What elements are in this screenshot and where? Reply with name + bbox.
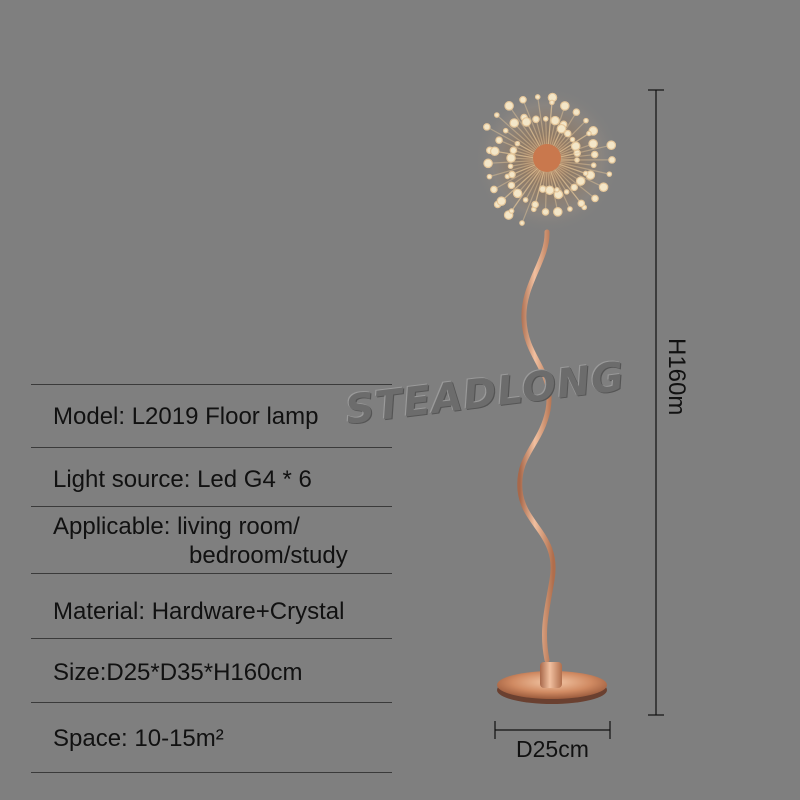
crystal-bead xyxy=(556,123,567,134)
crystal-bead xyxy=(508,208,515,214)
crystal-bead xyxy=(521,117,532,127)
spec-size: Size:D25*D35*H160cm xyxy=(53,659,303,686)
crystal-bead xyxy=(483,123,491,131)
height-dimension-line xyxy=(648,89,664,716)
lamp-stem xyxy=(517,229,556,663)
diameter-label: D25cm xyxy=(516,736,589,762)
crystal-bead xyxy=(494,112,500,118)
spec-material: Material: Hardware+Crystal xyxy=(53,598,345,625)
crystal-bead xyxy=(590,150,599,159)
crystal-bead xyxy=(577,199,586,208)
spec-table: Model: L2019 Floor lamp Light source: Le… xyxy=(31,384,392,773)
crystal-bead xyxy=(550,115,560,126)
crystal-bead xyxy=(582,170,589,177)
crystal-bead xyxy=(490,185,498,194)
spec-row-applicable: Applicable: living room/ bedroom/study xyxy=(31,507,392,574)
crystal-bead xyxy=(541,208,550,216)
spec-row-size: Size:D25*D35*H160cm xyxy=(31,639,392,703)
crystal-bead xyxy=(549,99,555,106)
crystal-bead xyxy=(509,118,520,128)
crystal-bead xyxy=(504,101,514,111)
crystal-bead xyxy=(522,197,529,203)
crystal-bead xyxy=(588,138,598,149)
crystal-bead xyxy=(552,207,563,217)
spec-row-space: Space: 10-15m² xyxy=(31,703,392,773)
crystal-bead xyxy=(531,200,539,209)
crystal-bead xyxy=(514,140,521,147)
crystal-bead xyxy=(512,188,523,199)
crystal-bead xyxy=(532,115,540,124)
crystal-bead xyxy=(570,183,579,192)
crystal-bead xyxy=(538,185,547,193)
crystal-bead xyxy=(569,136,576,143)
crystal-bead xyxy=(606,140,617,151)
spec-model: Model: L2019 Floor lamp xyxy=(53,403,319,430)
crystal-bead xyxy=(574,157,580,163)
crystal-bead xyxy=(502,127,509,134)
spec-space: Space: 10-15m² xyxy=(53,725,224,752)
crystal-bead xyxy=(563,189,570,195)
crystal-bead xyxy=(509,146,518,155)
crystal-bead xyxy=(489,146,500,157)
crystal-bead xyxy=(496,196,507,206)
crystal-bead xyxy=(519,95,527,104)
crystal-bead xyxy=(534,94,541,100)
crystal-bead xyxy=(506,153,516,163)
spec-applicable-line2: bedroom/study xyxy=(189,542,348,569)
crystal-globe xyxy=(474,87,620,233)
crystal-bead xyxy=(542,116,549,122)
spec-row-model: Model: L2019 Floor lamp xyxy=(31,385,392,448)
spec-row-material: Material: Hardware+Crystal xyxy=(31,574,392,639)
height-label: H160m xyxy=(663,338,690,416)
crystal-bead xyxy=(508,170,516,179)
crystal-bead xyxy=(507,181,516,190)
crystal-bead xyxy=(554,187,560,193)
spec-row-light-source: Light source: Led G4 * 6 xyxy=(31,448,392,507)
crystal-bead xyxy=(560,101,570,111)
lamp-base xyxy=(497,662,607,704)
crystal-bead xyxy=(586,130,592,137)
crystal-bead xyxy=(495,136,503,145)
crystal-bead xyxy=(598,182,609,192)
crystal-bead xyxy=(570,141,581,151)
crystal-bead xyxy=(563,129,572,138)
crystal-bead xyxy=(483,158,493,169)
crystal-bead xyxy=(567,206,573,212)
crystal-bead xyxy=(583,117,589,124)
crystal-bead xyxy=(575,176,586,186)
spec-light-source: Light source: Led G4 * 6 xyxy=(53,466,312,493)
crystal-bead xyxy=(507,163,514,170)
crystal-bead xyxy=(572,108,581,116)
spec-applicable-line1: Applicable: living room/ xyxy=(53,513,300,540)
crystal-bead xyxy=(608,156,616,164)
crystal-bead xyxy=(486,173,493,180)
crystal-bead xyxy=(590,162,597,169)
crystal-bead xyxy=(591,194,599,203)
crystal-bead xyxy=(544,185,555,196)
crystal-bead xyxy=(519,220,525,226)
diameter-dimension-line xyxy=(494,721,611,739)
crystal-bead xyxy=(606,171,613,177)
